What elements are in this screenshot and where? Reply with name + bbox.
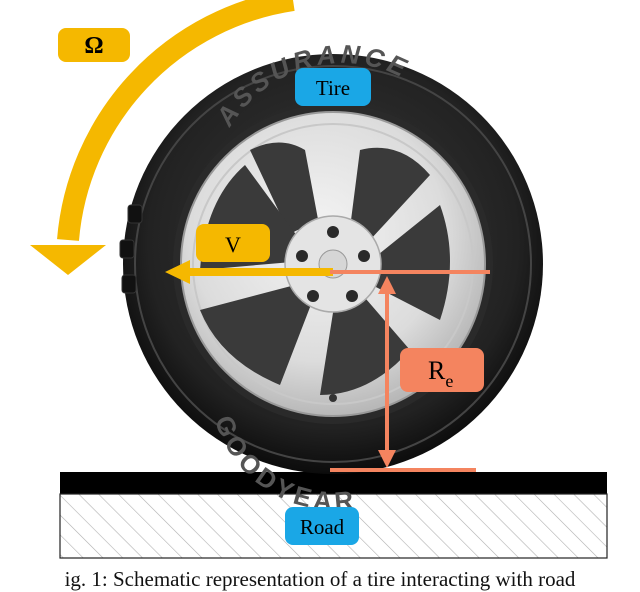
radius-arrow-icon [330, 270, 490, 472]
svg-text:Ω: Ω [84, 33, 103, 59]
tire-label: Tire [295, 68, 371, 106]
road-label: Road [285, 507, 359, 545]
radius-label: Re [400, 348, 484, 392]
svg-text:Tire: Tire [316, 76, 350, 100]
road-surface [60, 472, 607, 494]
svg-text:Road: Road [300, 515, 345, 539]
rotation-arrow-icon [30, 0, 295, 275]
svg-text:Re: Re [428, 356, 453, 391]
omega-label: Ω [58, 28, 130, 62]
svg-text:V: V [225, 232, 241, 257]
velocity-arrow-icon [165, 260, 333, 284]
figure-caption: ig. 1: Schematic representation of a tir… [64, 567, 576, 591]
velocity-label: V [196, 224, 270, 262]
